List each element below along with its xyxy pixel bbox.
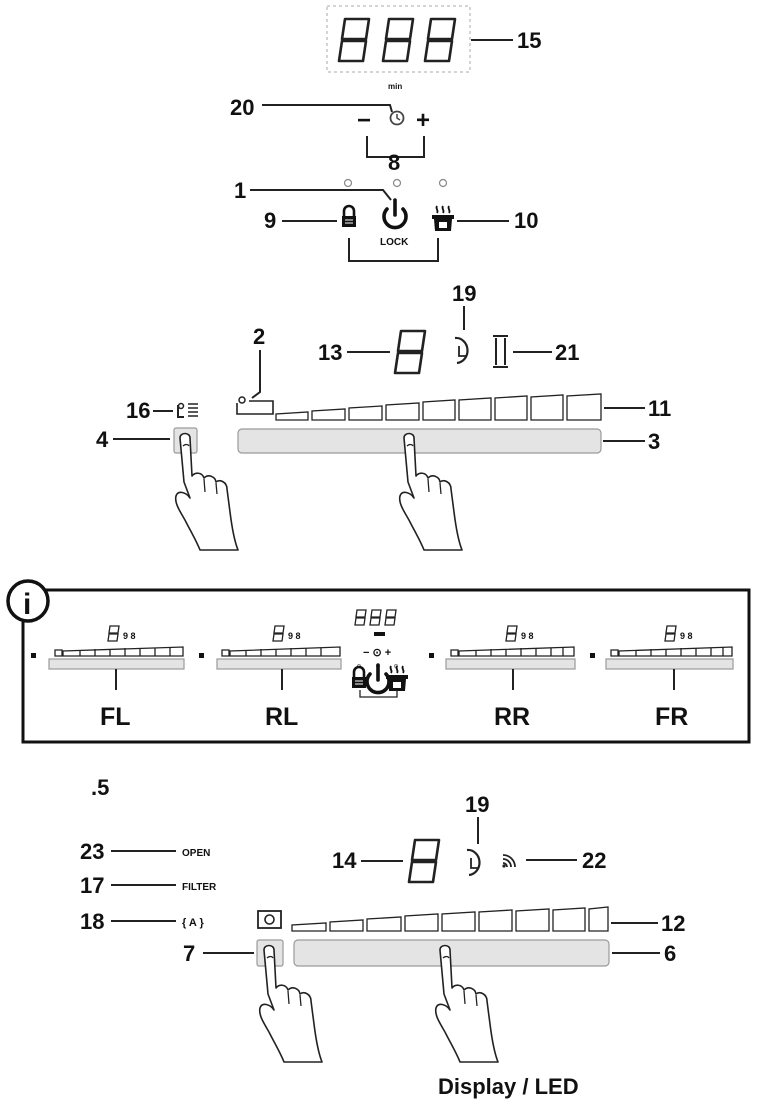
callout-23: 23 [80,839,104,864]
callout-7: 7 [183,941,195,966]
keep-warm-led [438,178,448,188]
mini-control-panel: − ⊙ + [350,609,409,698]
callout-10: 10 [514,208,538,233]
zone-level-digit [393,329,427,375]
svg-text:9 8: 9 8 [680,631,693,641]
timer-display-frame [326,5,471,73]
callout-18: 18 [80,909,104,934]
callout-22: 22 [582,848,606,873]
zone-indicator-icon [236,400,274,415]
svg-text:− ⊙ +: − ⊙ + [363,647,391,659]
hood-select-icon [257,910,282,929]
callout-2: 2 [253,324,265,349]
filter-label: FILTER [182,882,217,893]
power-slider[interactable] [237,428,602,454]
min-label: min [388,82,402,91]
power-led [392,178,402,188]
timer-digit-3 [423,17,457,63]
boost-icon [493,335,508,368]
timer-plus-button[interactable]: + [416,107,430,134]
callout-4: 4 [96,427,109,452]
lock-led [343,178,353,188]
power-icon[interactable] [382,198,408,230]
timer-digit-1 [337,17,371,63]
zone-rr-panel: 9 8 [429,625,576,690]
svg-text:9 8: 9 8 [123,631,136,641]
hood-timer-icon [466,848,481,877]
callout-19b: 19 [465,792,489,817]
hand-icon [174,432,239,551]
bracket-8 [366,136,425,158]
callout-16: 16 [126,398,150,423]
lock-bracket [348,238,439,262]
callout-8: 8 [388,150,400,175]
lock-label: LOCK [380,237,409,248]
callout-19a: 19 [452,281,476,306]
hood-level-digit [407,838,441,884]
zone-linking-icon [177,402,198,418]
callout-9: 9 [264,208,276,233]
timer-display [326,5,471,73]
callout-13: 13 [318,340,342,365]
leader-2 [251,350,261,399]
leader-20 [262,104,393,113]
callout-6: 6 [664,941,676,966]
callout-3: 3 [648,429,660,454]
callout-12: 12 [661,911,685,936]
lock-icon[interactable] [340,204,358,229]
callout-21: 21 [555,340,579,365]
display-led-caption: Display / LED [438,1074,579,1099]
keep-warm-icon[interactable] [431,205,455,232]
timer-digit-2 [381,17,415,63]
svg-text:9 8: 9 8 [521,631,534,641]
callout-20: 20 [230,95,254,120]
zone-rl-panel: 9 8 [199,625,342,690]
wifi-icon [502,854,516,868]
callout-15: 15 [517,28,541,53]
zone-fr-panel: 9 8 [590,625,734,690]
zone-rl-label: RL [265,703,298,731]
zone-fl-label: FL [100,703,131,731]
auto-mode-label: { A } [182,917,205,929]
zone-fl-panel: 9 8 [31,625,185,690]
svg-text:9 8: 9 8 [288,631,301,641]
open-label: OPEN [182,848,210,859]
fan-level-bars [291,906,609,932]
info-letter: i [23,588,31,621]
callout-1: 1 [234,178,246,203]
timer-minus-button[interactable]: − [357,107,371,134]
callout-11: 11 [648,396,671,421]
clock-icon [389,110,405,126]
callout-14: 14 [332,848,357,873]
info-icon [6,579,50,623]
callout-5: .5 [91,775,109,800]
power-level-bars [275,393,602,421]
zone-timer-icon [454,336,469,365]
callout-17: 17 [80,873,104,898]
zone-rr-label: RR [494,703,530,731]
zone-overview-box [21,588,751,744]
zone-fr-label: FR [655,703,688,731]
fan-slider[interactable] [293,939,610,967]
leader-1 [250,189,392,201]
